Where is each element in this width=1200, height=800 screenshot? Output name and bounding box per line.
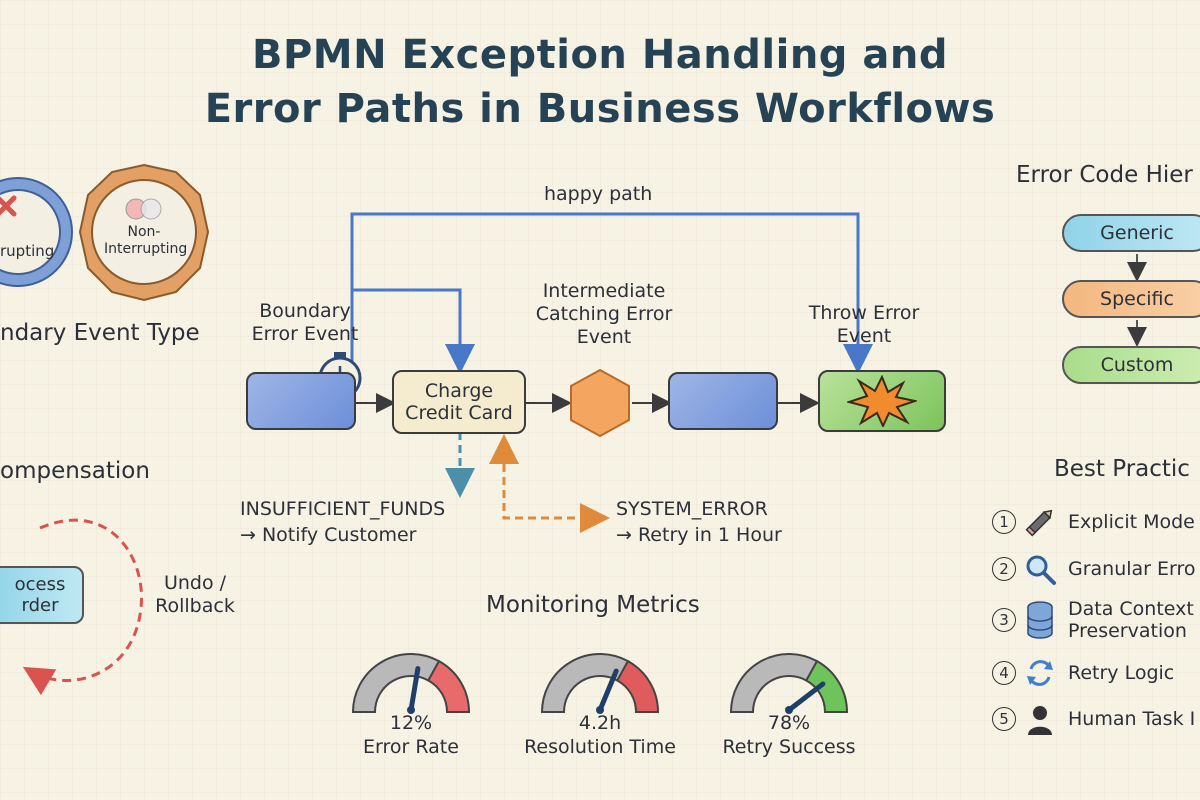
hierarchy-generic[interactable]: Generic <box>1062 214 1200 252</box>
best-practice-item: 1 Explicit Mode <box>992 504 1195 540</box>
gauge-accent <box>426 659 471 713</box>
error-code-hierarchy-heading: Error Code Hier <box>1016 162 1193 188</box>
happy-path-label: happy path <box>544 183 653 205</box>
hierarchy-custom[interactable]: Custom <box>1062 346 1200 384</box>
best-practices-heading: Best Practic <box>1054 456 1190 482</box>
gauge-track <box>540 653 630 713</box>
gauge-needle <box>786 681 826 713</box>
boundary-connector <box>352 288 475 374</box>
gauge-value-resolution-time: 4.2h <box>578 712 622 734</box>
best-practice-item: 2 Granular Erro <box>992 551 1196 587</box>
non-interrupting-label: Non- Interrupting <box>104 224 188 257</box>
gauge-label-retry-success: Retry Success <box>722 736 856 758</box>
gauge-label-error-rate: Error Rate <box>363 736 459 758</box>
gauge-needle <box>408 666 421 713</box>
downstream-task[interactable] <box>668 372 778 430</box>
database-icon <box>1022 601 1058 639</box>
gauge-value-retry-success: 78% <box>767 712 811 734</box>
gauge-needle <box>597 668 619 713</box>
non-interrupting-seal <box>78 163 210 302</box>
gauge-track <box>351 653 441 713</box>
pencil-icon <box>1022 504 1058 540</box>
intermediate-error-event <box>570 368 630 438</box>
interrupting-label: rupting <box>0 242 55 260</box>
throw-error-task[interactable] <box>818 370 946 432</box>
gauge-resolution-time <box>540 653 660 714</box>
gauges-group <box>351 653 849 714</box>
undo-rollback-label: Undo / Rollback <box>155 572 235 617</box>
start-task[interactable] <box>246 372 356 430</box>
insufficient-funds-label: INSUFFICIENT_FUNDS → Notify Customer <box>240 498 446 546</box>
gauge-accent <box>804 659 849 713</box>
explosion-icon <box>847 375 917 427</box>
hierarchy-specific[interactable]: Specific <box>1062 280 1200 318</box>
gauge-hub <box>596 706 604 714</box>
magnifier-icon <box>1022 551 1058 587</box>
gauge-hub <box>407 706 415 714</box>
happy-path-connector <box>350 212 873 374</box>
boundary-error-event-label: Boundary Error Event <box>251 300 359 345</box>
boundary-event-type-heading: ndary Event Type <box>0 320 200 346</box>
page-title-line-1: BPMN Exception Handling and <box>252 32 948 78</box>
compensation-loop <box>22 518 143 696</box>
retry-icon <box>1022 655 1058 691</box>
system-error-label: SYSTEM_ERROR → Retry in 1 Hour <box>616 498 782 546</box>
gauge-accent <box>615 659 660 713</box>
gauge-label-resolution-time: Resolution Time <box>524 736 676 758</box>
compensation-heading: ompensation <box>0 458 150 484</box>
gauge-error-rate <box>351 653 471 714</box>
interrupting-seal <box>0 177 73 287</box>
person-icon <box>1022 701 1058 737</box>
gauge-track <box>729 653 819 713</box>
gauge-hub <box>785 706 793 714</box>
best-practice-item: 4 Retry Logic <box>992 655 1174 691</box>
intermediate-event-label: Intermediate Catching Error Event <box>535 280 673 348</box>
gauge-retry-success <box>729 653 849 714</box>
best-practice-item: 5 Human Task I <box>992 701 1195 737</box>
throw-error-label: Throw Error Event <box>808 302 920 347</box>
gauge-value-error-rate: 12% <box>389 712 433 734</box>
monitoring-heading: Monitoring Metrics <box>486 592 700 618</box>
page-title-line-2: Error Paths in Business Workflows <box>204 86 996 132</box>
